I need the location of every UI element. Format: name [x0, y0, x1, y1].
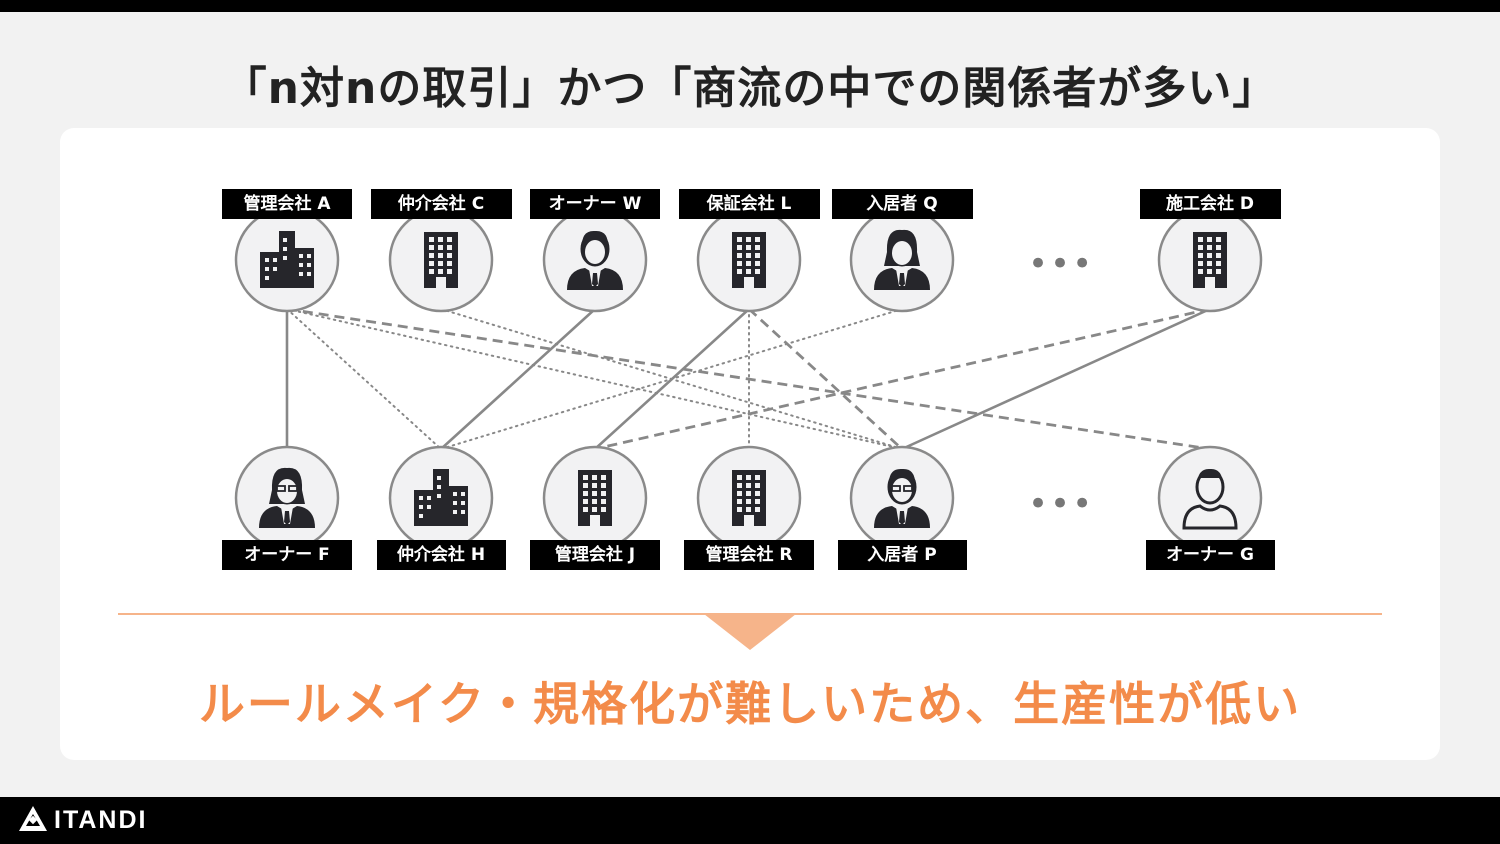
down-arrow-icon	[704, 614, 796, 650]
edge-dotted	[440, 308, 903, 450]
edge-dashed	[594, 307, 1211, 451]
node-bottom-4	[849, 445, 955, 551]
node-top-3	[696, 207, 802, 313]
conclusion-text: ルールメイク・規格化が難しいため、生産性が低い	[198, 677, 1302, 731]
node-label: 管理会社 J	[530, 540, 660, 570]
node-label: オーナー G	[1145, 540, 1275, 570]
node-top-2	[542, 207, 648, 313]
node-label: 入居者 P	[837, 540, 967, 570]
itandi-logo-icon	[19, 806, 47, 831]
woman-icon	[874, 229, 930, 290]
edge-dashed	[748, 307, 903, 451]
node-top-0	[234, 207, 340, 313]
office-buildings-icon	[260, 231, 314, 288]
edge-solid	[439, 307, 597, 451]
office-buildings-icon	[414, 469, 468, 526]
top-bar	[0, 0, 1500, 12]
node-bottom-0	[234, 445, 340, 551]
building-icon	[424, 232, 458, 288]
node-label: 管理会社 R	[684, 540, 814, 570]
node-label: オーナー F	[222, 540, 352, 570]
node-top-4	[849, 207, 955, 313]
edge-dotted	[286, 308, 903, 450]
node-top-5	[1157, 207, 1263, 313]
nodes-layer	[234, 207, 1263, 551]
footer-bar: ITANDI	[0, 797, 1500, 844]
node-bottom-2	[542, 445, 648, 551]
node-label: 入居者 Q	[831, 189, 973, 219]
slide-title: 「n対nの取引」かつ「商流の中での関係者が多い」	[222, 63, 1278, 114]
node-label: 施工会社 D	[1139, 189, 1281, 219]
woman-glasses-icon	[259, 467, 315, 528]
node-bottom-1	[388, 445, 494, 551]
node-label: 管理会社 A	[222, 189, 352, 219]
node-label: 仲介会社 H	[376, 540, 506, 570]
building-icon	[1193, 232, 1227, 288]
edges-layer	[285, 307, 1212, 451]
edge-dotted	[286, 308, 442, 450]
bottom-ellipsis: •••	[1028, 484, 1095, 524]
man-casual-icon	[1182, 468, 1238, 530]
man-glasses-icon	[874, 468, 930, 528]
businessman-icon	[567, 230, 623, 290]
node-label: オーナー W	[530, 189, 660, 219]
top-ellipsis: •••	[1028, 244, 1095, 284]
building-icon	[578, 470, 612, 526]
edge-solid	[900, 307, 1212, 451]
node-bottom-3	[696, 445, 802, 551]
node-bottom-5	[1157, 445, 1263, 551]
node-label: 仲介会社 C	[370, 189, 512, 219]
edge-dashed	[286, 307, 1211, 451]
node-label: 保証会社 L	[678, 189, 820, 219]
brand-name: ITANDI	[54, 806, 148, 834]
node-top-1	[388, 207, 494, 313]
building-icon	[732, 470, 766, 526]
building-icon	[732, 232, 766, 288]
